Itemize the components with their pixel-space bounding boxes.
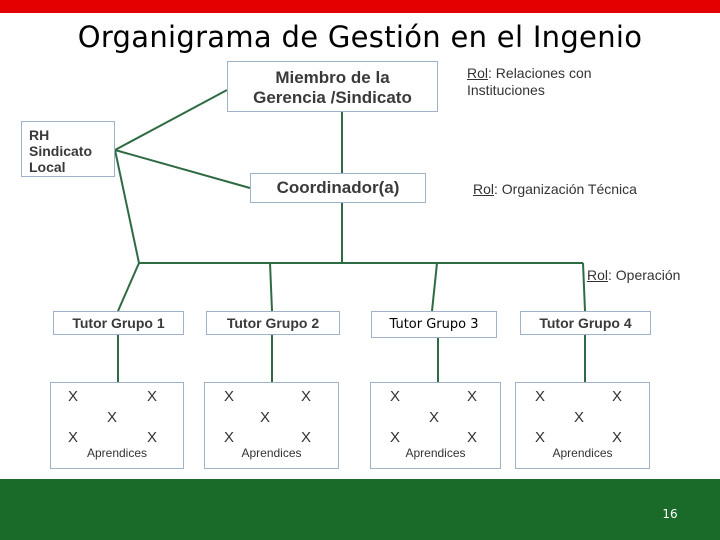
- learner-mark: X: [68, 429, 79, 446]
- connector-branch-to-tutor2: [269, 262, 273, 312]
- learner-mark: X: [301, 388, 312, 405]
- page-title: Organigrama de Gestión en el Ingenio: [77, 20, 643, 54]
- connector-rh-to-coordinator: [114, 149, 251, 189]
- role-label-relations: Rol: Relaciones con Instituciones: [467, 65, 592, 99]
- node-tutor-group-2: Tutor Grupo 2: [206, 311, 340, 335]
- learner-group-label: Aprendices: [552, 446, 613, 460]
- page-number: 16: [662, 507, 678, 521]
- role-technical-text: : Organización Técnica: [494, 181, 637, 197]
- learner-mark: X: [147, 429, 158, 446]
- learner-mark: X: [429, 409, 440, 426]
- learner-mark: X: [68, 388, 79, 405]
- role-keyword: Rol: [467, 65, 489, 81]
- learner-group-label: Aprendices: [86, 446, 148, 460]
- node-rh-line1: RH: [29, 127, 50, 143]
- learner-mark: X: [390, 388, 401, 405]
- node-rh-line3: Local: [29, 159, 66, 175]
- node-rh-line2: Sindicato: [29, 143, 93, 159]
- role-relations-text: : Relaciones con: [488, 65, 592, 81]
- node-tutor-group-3: Tutor Grupo 3: [371, 311, 497, 338]
- connector-branch-to-tutor3: [431, 262, 438, 312]
- connector-top-to-rh: [114, 89, 228, 151]
- node-coordinator: Coordinador(a): [250, 173, 426, 203]
- learner-mark: X: [301, 429, 312, 446]
- learner-group-4: X X X X X Aprendices: [515, 382, 650, 469]
- role-relations-text-line2: Instituciones: [467, 82, 545, 98]
- learner-mark: X: [612, 388, 623, 405]
- learner-group-3: X X X X X Aprendices: [370, 382, 501, 469]
- top-red-bar: [0, 0, 720, 13]
- role-keyword: Rol: [587, 267, 609, 283]
- learner-mark: X: [612, 429, 623, 446]
- node-management-member: Miembro de la Gerencia /Sindicato: [227, 61, 438, 112]
- node-management-member-line1: Miembro de la: [275, 68, 390, 87]
- learner-mark: X: [467, 388, 478, 405]
- learner-group-2: X X X X X Aprendices: [204, 382, 339, 469]
- learner-mark: X: [574, 409, 585, 426]
- learner-mark: X: [535, 429, 546, 446]
- learner-mark: X: [535, 388, 546, 405]
- role-label-operation: Rol: Operación: [587, 267, 680, 284]
- learner-group-label: Aprendices: [405, 446, 466, 460]
- learner-mark: X: [390, 429, 401, 446]
- role-keyword: Rol: [473, 181, 495, 197]
- learner-mark: X: [107, 409, 118, 426]
- connector-lines: [114, 89, 586, 382]
- connector-branch-to-tutor4: [582, 262, 586, 312]
- footer-bar: [0, 479, 720, 540]
- learner-mark: X: [224, 388, 235, 405]
- learner-mark: X: [467, 429, 478, 446]
- learner-mark: X: [147, 388, 158, 405]
- node-rh-union: RH Sindicato Local: [21, 121, 115, 177]
- node-tutor-group-4: Tutor Grupo 4: [520, 311, 651, 335]
- learner-group-label: Aprendices: [241, 446, 302, 460]
- role-operation-text: : Operación: [608, 267, 681, 283]
- connector-branch-to-tutor1: [117, 262, 140, 312]
- node-tutor-group-1: Tutor Grupo 1: [53, 311, 184, 335]
- learner-group-1: X X X X X Aprendices: [50, 382, 184, 469]
- connector-rh-to-branch: [114, 149, 140, 264]
- node-management-member-line2: Gerencia /Sindicato: [253, 88, 412, 107]
- learner-mark: X: [260, 409, 271, 426]
- role-label-technical: Rol: Organización Técnica: [473, 181, 637, 198]
- learner-mark: X: [224, 429, 235, 446]
